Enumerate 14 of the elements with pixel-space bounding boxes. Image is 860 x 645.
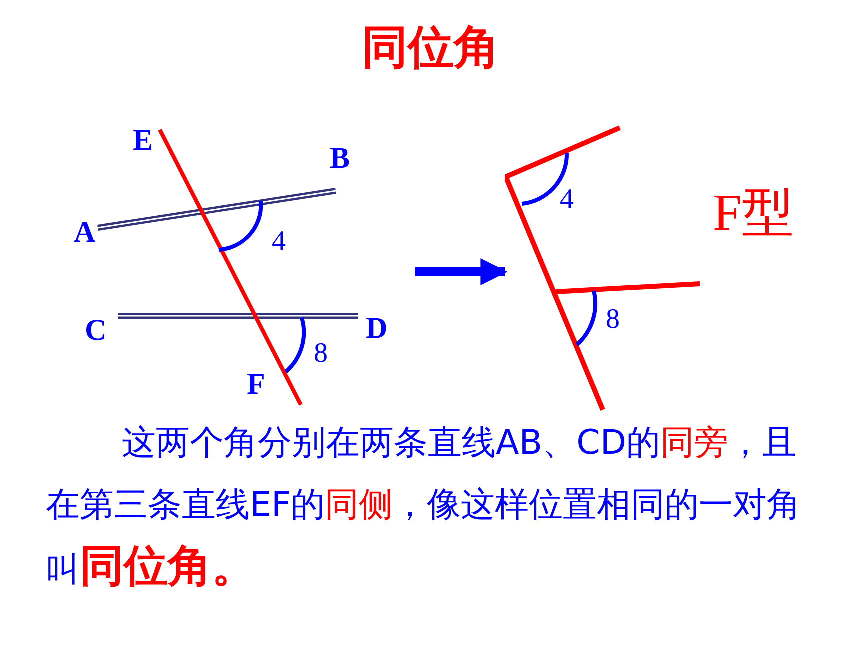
point-label: B [330, 144, 350, 174]
title: 同位角 [362, 24, 500, 70]
arrow [415, 258, 508, 286]
point-label: A [74, 218, 96, 248]
angle-label: 8 [314, 340, 328, 368]
point-label: D [366, 314, 388, 344]
angle-label: 4 [560, 186, 574, 214]
explanation-text: 这两个角分别在两条直线AB、CD的同旁，且在第三条直线EF的同侧，像这样位置相同的一对角叫同位角。 [46, 422, 802, 594]
point-label: F [247, 370, 266, 400]
point-label: E [133, 126, 154, 156]
point-label: C [85, 316, 107, 346]
angle-label: 8 [606, 306, 620, 334]
type-label: F型 [713, 188, 794, 240]
angle-label: 4 [272, 228, 286, 256]
